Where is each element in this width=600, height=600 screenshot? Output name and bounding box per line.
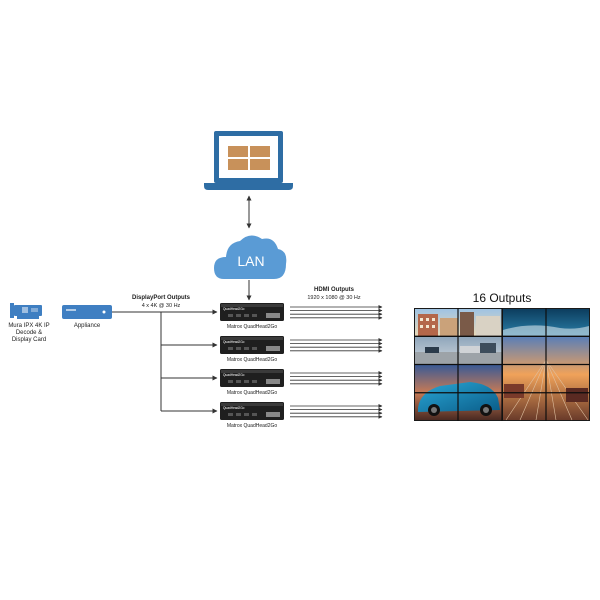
quadhead-device: QuadHead2Go — [220, 303, 284, 321]
videowall-title: 16 Outputs — [473, 291, 532, 305]
hdmi-subtitle: 1920 x 1080 @ 30 Hz — [307, 295, 361, 301]
displayport-subtitle: 4 x 4K @ 30 Hz — [142, 303, 181, 309]
device-badge: QuadHead2Go — [223, 373, 245, 377]
displayport-trunk — [112, 309, 218, 414]
device-badge: QuadHead2Go — [223, 307, 245, 311]
decode-card-label-1: Mura IPX 4K IP — [8, 323, 49, 329]
lan-label: LAN — [237, 253, 264, 269]
quadhead-device: QuadHead2Go — [220, 369, 284, 387]
device-label: Matrox QuadHead2Go — [227, 390, 278, 396]
lan-cloud-icon: LAN — [214, 235, 287, 279]
decode-card-label-2: Decode & — [16, 330, 42, 336]
decode-card-icon — [10, 303, 42, 319]
appliance-label: Appliance — [74, 323, 101, 329]
laptop-icon — [204, 131, 293, 190]
device-badge: QuadHead2Go — [223, 406, 245, 410]
hdmi-title: HDMI Outputs — [314, 287, 355, 293]
video-wall — [414, 308, 590, 421]
quadhead-device: QuadHead2Go — [220, 336, 284, 354]
device-label: Matrox QuadHead2Go — [227, 357, 278, 363]
device-label: Matrox QuadHead2Go — [227, 423, 278, 429]
decode-card-label-3: Display Card — [12, 337, 46, 343]
displayport-title: DisplayPort Outputs — [132, 295, 191, 301]
device-label: Matrox QuadHead2Go — [227, 324, 278, 330]
device-badge: QuadHead2Go — [223, 340, 245, 344]
appliance-icon — [62, 305, 112, 319]
quadhead-device: QuadHead2Go — [220, 402, 284, 420]
